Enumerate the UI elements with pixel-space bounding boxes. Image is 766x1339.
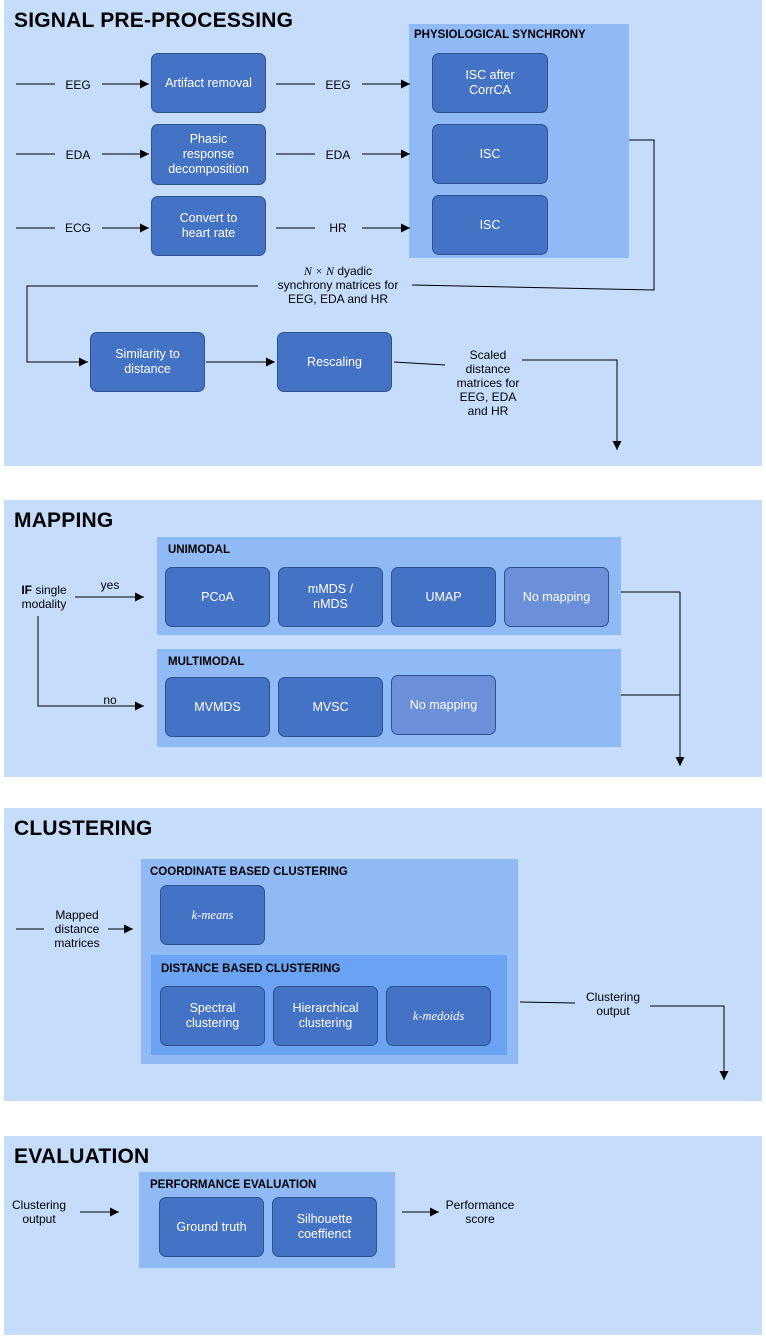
group-title-synchrony: PHYSIOLOGICAL SYNCHRONY	[414, 29, 586, 41]
cluster-spectral: Spectral clustering	[160, 986, 265, 1046]
map-mvsc: MVSC	[278, 677, 383, 737]
eval-ground-truth: Ground truth	[159, 1197, 264, 1257]
input-label-ecg: ECG	[64, 221, 91, 235]
branch-no-label: no	[103, 693, 117, 707]
group-title-coordinate: COORDINATE BASED CLUSTERING	[150, 866, 348, 878]
condition-single-modality: IF single modality	[16, 583, 72, 611]
section-title-clustering: CLUSTERING	[14, 817, 153, 840]
condition-text: single modality	[21, 583, 67, 611]
umap-label: UMAP	[425, 589, 462, 604]
mmds-label: mMDS / nMDS	[307, 582, 354, 611]
cluster-kmedoids: k-medoids	[386, 986, 491, 1046]
output-label-eda: EDA	[325, 148, 351, 162]
no-mapping-multimodal-label: No mapping	[409, 697, 478, 712]
eval-input-label: Clustering output	[11, 1198, 67, 1226]
step-similarity-to-distance: Similarity to distance	[90, 332, 205, 392]
rescaling-label: Rescaling	[307, 354, 362, 369]
step-artifact-removal: Artifact removal	[151, 53, 266, 113]
section-title-preprocessing: SIGNAL PRE-PROCESSING	[14, 9, 294, 32]
mapped-matrices-label: Mapped distance matrices	[54, 908, 100, 950]
isc-corrca-label: ISC after CorrCA	[465, 68, 515, 97]
group-title-distance: DISTANCE BASED CLUSTERING	[161, 963, 341, 975]
hierarchical-label: Hierarchical clustering	[292, 1001, 359, 1030]
pcoa-label: PCoA	[201, 589, 234, 604]
step-convert-hr-label: Convert to heart rate	[179, 211, 238, 240]
eval-silhouette: Silhouette coeffienct	[272, 1197, 377, 1257]
map-pcoa: PCoA	[165, 567, 270, 627]
map-no-mapping-unimodal: No mapping	[504, 567, 609, 627]
similarity-label: Similarity to distance	[115, 347, 180, 376]
ground-truth-label: Ground truth	[176, 1219, 247, 1234]
condition-if: IF	[21, 583, 32, 597]
spectral-label: Spectral clustering	[185, 1001, 240, 1030]
map-no-mapping-multimodal: No mapping	[391, 675, 496, 735]
step-convert-heart-rate: Convert to heart rate	[151, 196, 266, 256]
isc-eda-label: ISC	[479, 146, 501, 161]
cluster-hierarchical: Hierarchical clustering	[273, 986, 378, 1046]
kmeans-label: k-means	[191, 907, 234, 922]
isc-hr-label: ISC	[479, 217, 501, 232]
silhouette-label: Silhouette coeffienct	[296, 1212, 353, 1241]
matrix-label-text: dyadic synchrony matrices for EEG, EDA a…	[277, 264, 399, 306]
map-umap: UMAP	[391, 567, 496, 627]
isc-after-corrca: ISC after CorrCA	[432, 53, 548, 113]
step-rescaling: Rescaling	[277, 332, 392, 392]
branch-yes-label: yes	[100, 578, 120, 592]
section-title-mapping: MAPPING	[14, 509, 114, 532]
section-title-evaluation: EVALUATION	[14, 1145, 150, 1168]
mvsc-label: MVSC	[312, 699, 349, 714]
matrix-label: N × N dyadic synchrony matrices for EEG,…	[259, 264, 417, 306]
matrix-label-math: N × N	[303, 264, 335, 278]
group-title-performance: PERFORMANCE EVALUATION	[150, 1179, 317, 1191]
cluster-kmeans: k-means	[160, 885, 265, 945]
map-mmds-nmds: mMDS / nMDS	[278, 567, 383, 627]
step-phasic-label: Phasic response decomposition	[168, 132, 249, 176]
map-mvmds: MVMDS	[165, 677, 270, 737]
no-mapping-unimodal-label: No mapping	[522, 589, 591, 604]
scaled-matrices-label: Scaled distance matrices for EEG, EDA an…	[456, 348, 520, 418]
group-title-unimodal: UNIMODAL	[168, 544, 230, 556]
step-phasic-decomposition: Phasic response decomposition	[151, 124, 266, 185]
step-artifact-removal-label: Artifact removal	[165, 75, 252, 90]
output-label-eeg: EEG	[325, 78, 351, 92]
output-label-hr: HR	[329, 221, 347, 235]
mvmds-label: MVMDS	[194, 699, 241, 714]
performance-score-label: Performance score	[445, 1198, 515, 1226]
clustering-output-label: Clustering output	[585, 990, 641, 1018]
isc-hr: ISC	[432, 195, 548, 255]
isc-eda: ISC	[432, 124, 548, 184]
kmedoids-label: k-medoids	[412, 1008, 465, 1023]
input-label-eda: EDA	[65, 148, 91, 162]
input-label-eeg: EEG	[65, 78, 91, 92]
group-title-multimodal: MULTIMODAL	[168, 656, 245, 668]
